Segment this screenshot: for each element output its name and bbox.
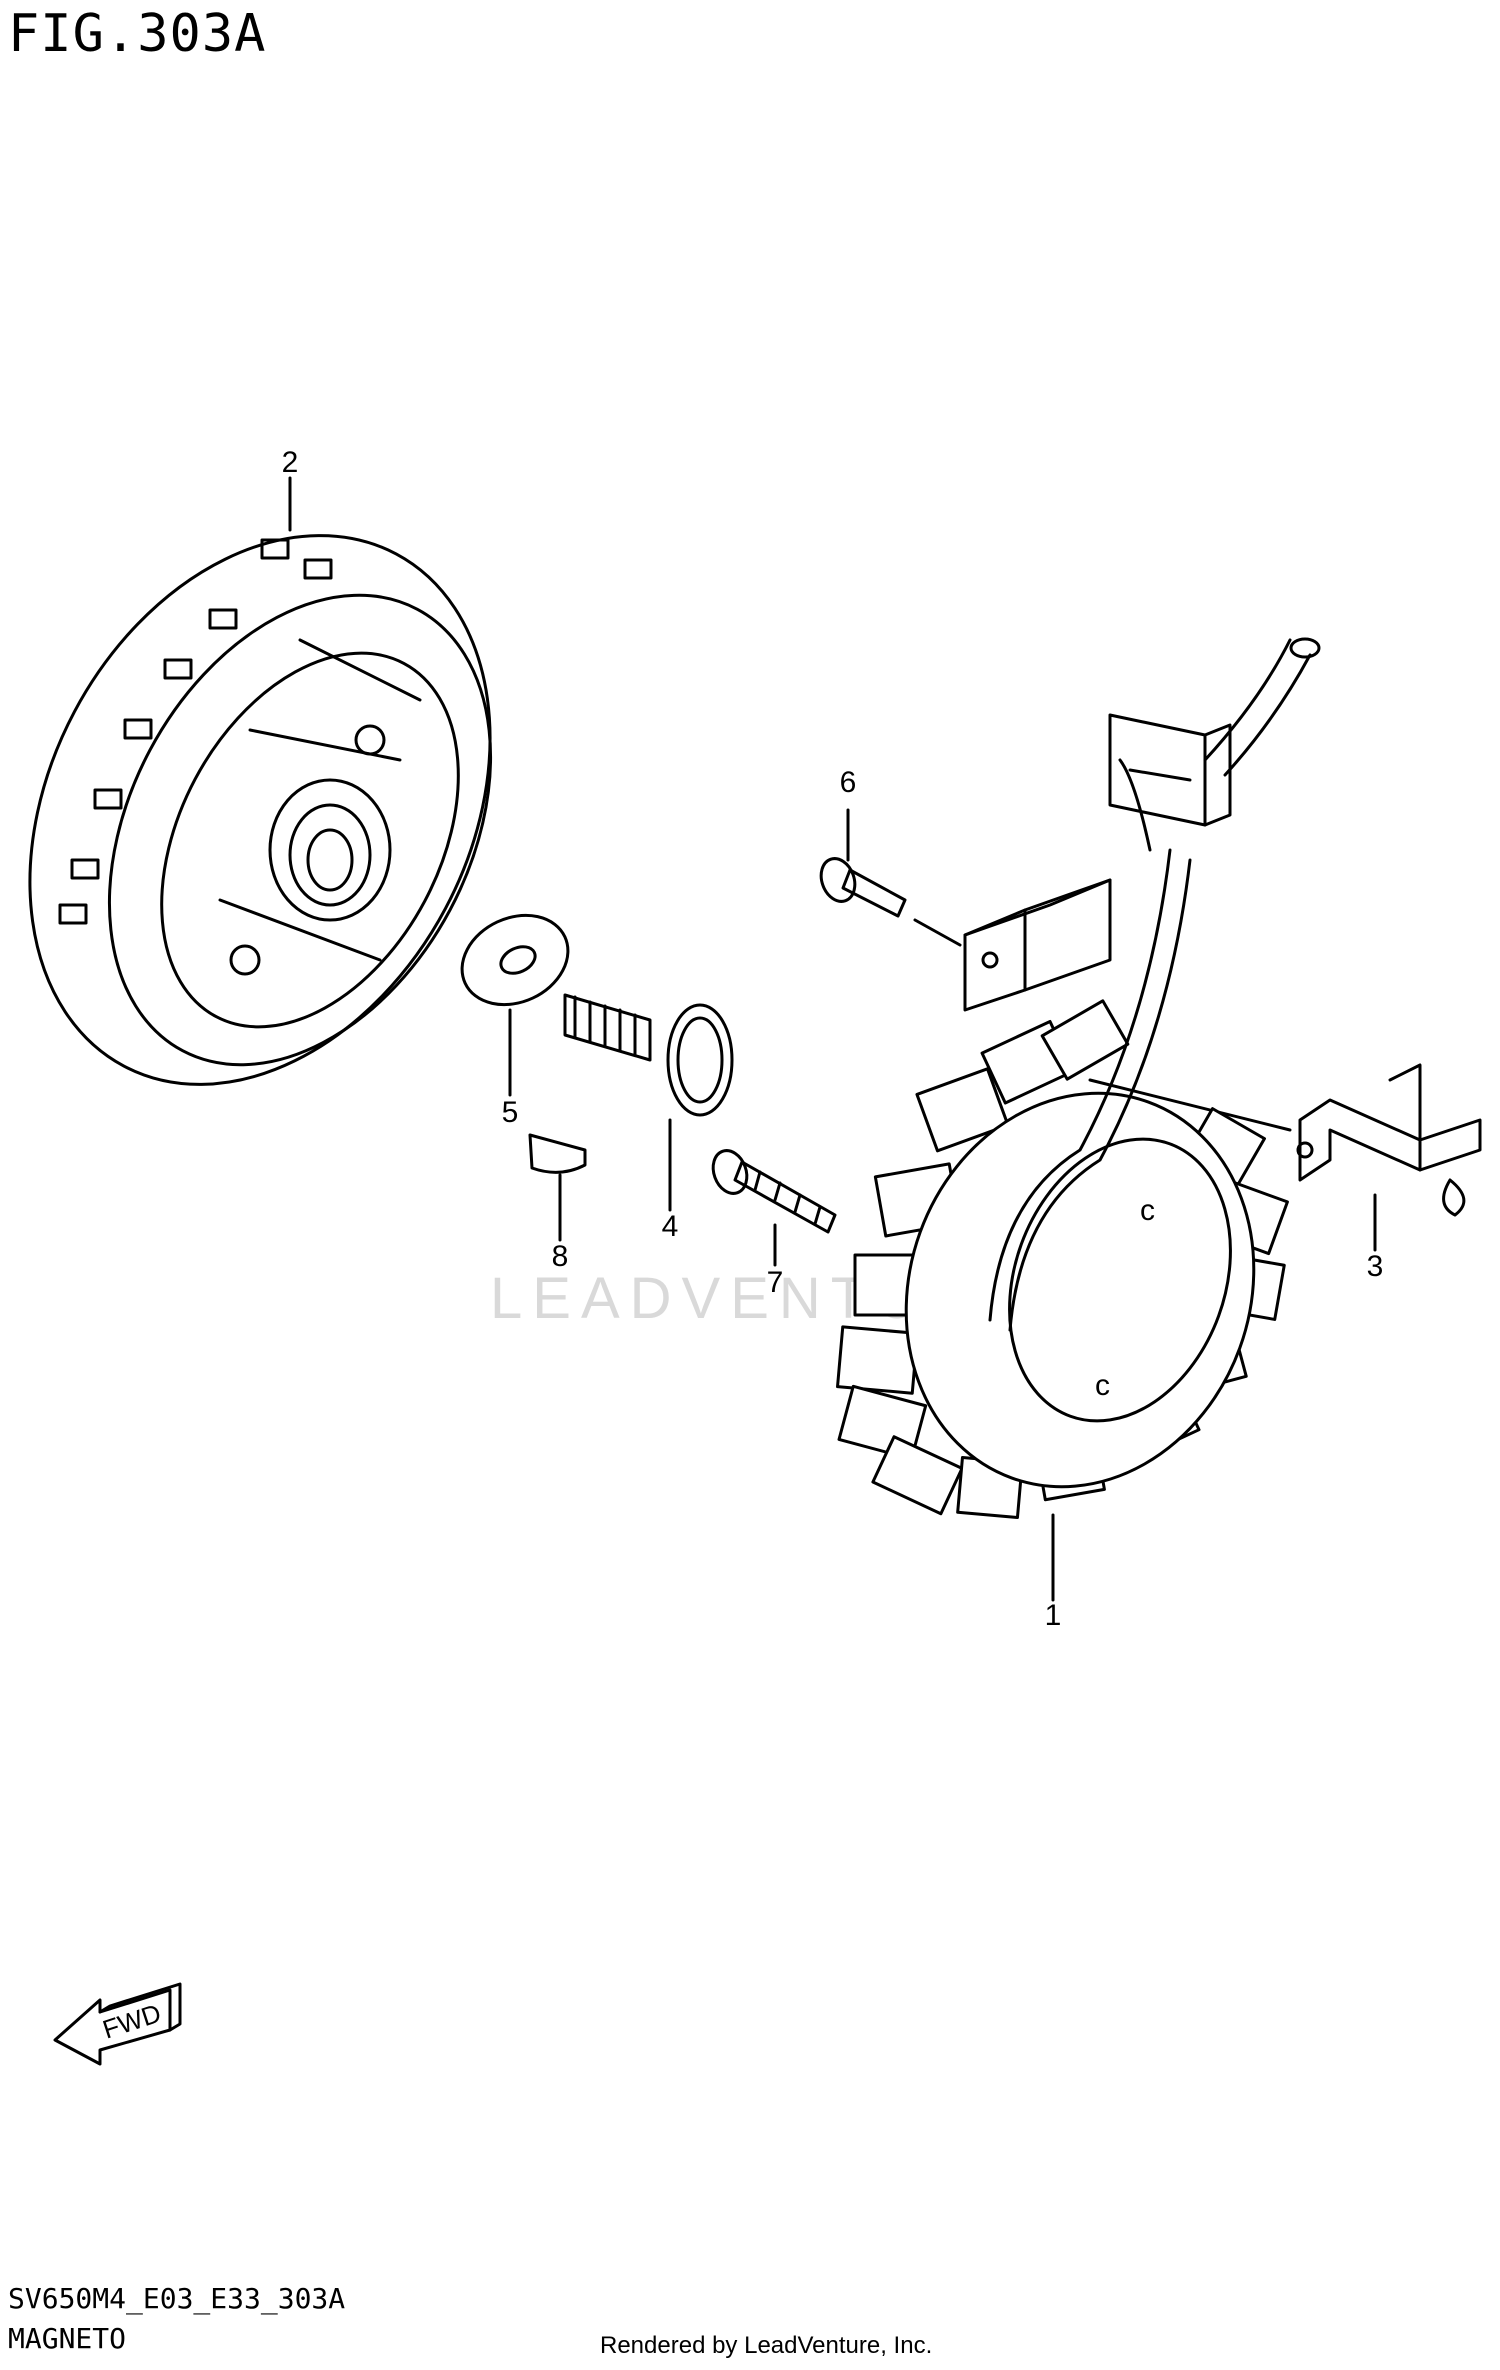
assembly-line-screw-6 <box>913 918 962 947</box>
assembly-line-bracket-3 <box>1088 1078 1292 1132</box>
woodruff-key <box>528 1133 587 1174</box>
fwd-arrow-icon: FWD <box>53 1982 182 2066</box>
rotor-bolt <box>563 993 734 1117</box>
callout-6: 6 <box>840 766 857 799</box>
callout-5: 5 <box>502 1096 519 1129</box>
callout-4: 4 <box>662 1210 679 1243</box>
callout-2: 2 <box>282 446 299 479</box>
stator-screw <box>711 1149 837 1234</box>
rotor-magnet-slots <box>58 538 333 925</box>
rendered-by-credit: Rendered by LeadVenture, Inc. <box>600 2332 933 2359</box>
wire-clamp-bracket <box>1296 1063 1482 1217</box>
callout-7: 7 <box>767 1266 784 1299</box>
washer <box>460 913 570 1007</box>
stator-c-mark-2: c <box>1095 1369 1110 1402</box>
stator-assembly: c c <box>836 637 1321 1520</box>
fwd-label: FWD <box>99 1998 165 2045</box>
callout-8: 8 <box>552 1240 569 1273</box>
figure-name: MAGNETO <box>8 2322 127 2355</box>
callout-3: 3 <box>1367 1250 1384 1283</box>
harness-connector <box>1108 713 1232 827</box>
figure-code: SV650M4_E03_E33_303A <box>8 2282 346 2315</box>
stator-c-mark-1: c <box>1140 1194 1155 1227</box>
pickup-coil <box>963 878 1112 1012</box>
figure-title: FIG.303A <box>8 4 267 64</box>
callout-1: 1 <box>1045 1599 1062 1632</box>
rotor-flywheel <box>28 534 493 1086</box>
pickup-screw <box>819 857 907 918</box>
